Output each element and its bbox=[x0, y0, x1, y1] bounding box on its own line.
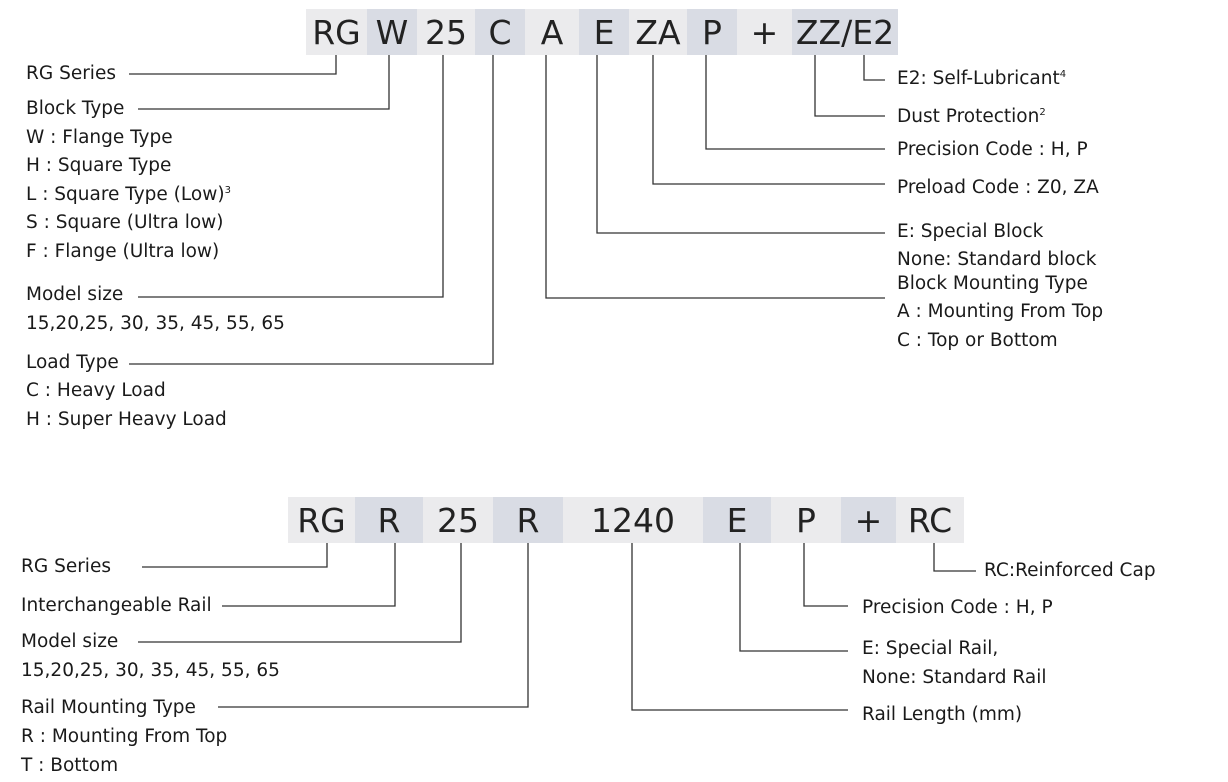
rail-line-interchangeable bbox=[222, 543, 396, 607]
rail-seg-plus: + bbox=[841, 497, 896, 543]
label-block-type-h: H : Square Type bbox=[26, 155, 172, 176]
rail-seg-interchangeable: R bbox=[355, 497, 423, 543]
code-seg-series: RG bbox=[306, 9, 367, 55]
label-block-type: Block Type bbox=[26, 98, 125, 119]
label-model-size-values: 15,20,25, 30, 35, 45, 55, 65 bbox=[26, 313, 285, 334]
label-preload-code: Preload Code : Z0, ZA bbox=[897, 177, 1099, 198]
label-mounting-a: A : Mounting From Top bbox=[897, 301, 1104, 322]
label-dust-protection: Dust Protection2 bbox=[897, 106, 1046, 127]
label-block-mounting-type: Block Mounting Type bbox=[897, 273, 1088, 294]
line-model-size bbox=[138, 55, 444, 298]
label-precision-code: Precision Code : H, P bbox=[897, 139, 1088, 160]
label-rg-series: RG Series bbox=[26, 63, 116, 84]
line-series bbox=[129, 55, 337, 75]
line-preload bbox=[652, 55, 885, 185]
rail-label-standard-rail: None: Standard Rail bbox=[862, 667, 1047, 688]
label-block-type-s: S : Square (Ultra low) bbox=[26, 212, 224, 233]
label-mounting-c: C : Top or Bottom bbox=[897, 330, 1058, 351]
rail-seg-model-size: 25 bbox=[423, 497, 493, 543]
code-seg-special: E bbox=[579, 9, 629, 55]
rail-label-precision-code: Precision Code : H, P bbox=[862, 597, 1053, 618]
rail-label-rg-series: RG Series bbox=[21, 556, 111, 577]
label-block-type-w: W : Flange Type bbox=[26, 127, 173, 148]
line-dust bbox=[814, 55, 885, 117]
line-special bbox=[596, 55, 885, 234]
block-code-strip: RG W 25 C A E ZA P + ZZ/E2 bbox=[306, 9, 898, 55]
rail-label-special-rail: E: Special Rail, bbox=[862, 638, 999, 659]
label-load-type-h: H : Super Heavy Load bbox=[26, 409, 227, 430]
rail-code-strip: RG R 25 R 1240 E P + RC bbox=[288, 497, 964, 543]
rail-label-interchangeable: Interchangeable Rail bbox=[21, 595, 212, 616]
code-seg-block-type: W bbox=[367, 9, 417, 55]
rail-seg-series: RG bbox=[288, 497, 355, 543]
rail-line-precision bbox=[803, 543, 848, 607]
code-seg-precision: P bbox=[687, 9, 737, 55]
rail-seg-length: 1240 bbox=[563, 497, 703, 543]
code-seg-mounting: A bbox=[525, 9, 579, 55]
line-block-type bbox=[138, 55, 390, 110]
rail-line-mounting bbox=[218, 543, 529, 708]
code-seg-plus: + bbox=[737, 9, 792, 55]
code-seg-dust-lubricant: ZZ/E2 bbox=[792, 9, 898, 55]
rail-seg-special: E bbox=[703, 497, 771, 543]
label-load-type-c: C : Heavy Load bbox=[26, 380, 166, 401]
line-load-type bbox=[129, 55, 494, 365]
rail-seg-mounting: R bbox=[493, 497, 563, 543]
rail-line-special bbox=[739, 543, 848, 652]
line-mounting bbox=[545, 55, 885, 299]
rail-label-mounting-type: Rail Mounting Type bbox=[21, 697, 196, 718]
label-self-lubricant: E2: Self-Lubricant4 bbox=[897, 68, 1067, 89]
rail-label-model-size-values: 15,20,25, 30, 35, 45, 55, 65 bbox=[21, 660, 280, 681]
label-model-size: Model size bbox=[26, 284, 124, 305]
rail-line-model-size bbox=[138, 543, 462, 643]
rail-line-series bbox=[142, 543, 328, 568]
label-block-type-l: L : Square Type (Low)3 bbox=[26, 184, 231, 205]
label-load-type: Load Type bbox=[26, 352, 119, 373]
rail-label-mounting-r: R : Mounting From Top bbox=[21, 726, 228, 747]
code-seg-preload: ZA bbox=[629, 9, 687, 55]
rail-line-cap bbox=[933, 543, 976, 572]
rail-line-length bbox=[631, 543, 848, 711]
rail-seg-cap: RC bbox=[896, 497, 964, 543]
line-lubricant bbox=[863, 55, 885, 81]
label-special-block: E: Special Block bbox=[897, 221, 1044, 242]
rail-label-rail-length: Rail Length (mm) bbox=[862, 704, 1023, 725]
code-seg-model-size: 25 bbox=[417, 9, 475, 55]
rail-seg-precision: P bbox=[771, 497, 841, 543]
label-standard-block: None: Standard block bbox=[897, 249, 1097, 270]
code-seg-load-type: C bbox=[475, 9, 525, 55]
line-precision bbox=[705, 55, 885, 150]
rail-label-reinforced-cap: RC:Reinforced Cap bbox=[984, 560, 1156, 581]
rail-label-model-size: Model size bbox=[21, 631, 119, 652]
rail-label-mounting-t: T : Bottom bbox=[21, 755, 119, 776]
label-block-type-f: F : Flange (Ultra low) bbox=[26, 241, 220, 262]
